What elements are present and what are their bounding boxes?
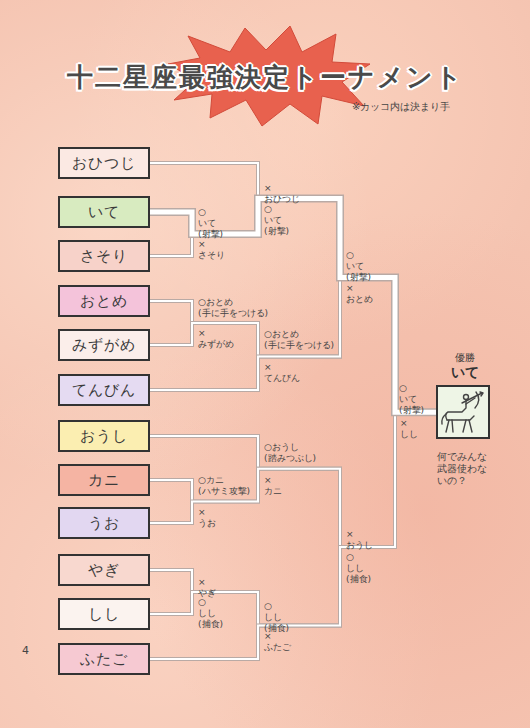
match-result: ○しし (捕食) [264,601,289,633]
match-result: ×おとめ [346,283,373,305]
winner-name: いて [424,364,506,382]
sign-box: おひつじ [58,147,150,179]
winning-path [150,199,436,413]
sign-name: みずがめ [72,336,136,355]
line-core [150,412,436,659]
sign-name: ふたご [80,650,128,669]
sign-name: カニ [88,471,120,490]
sign-box: しし [58,598,150,630]
match-result: ×カニ [264,475,282,497]
bracket-line [150,163,436,412]
match-result: ×みずがめ [198,328,234,350]
sign-box: おうし [58,420,150,452]
sign-name: おひつじ [72,154,136,173]
match-result: ×さそり [198,239,225,261]
sign-box: ふたご [58,643,150,675]
sign-name: おとめ [80,292,128,311]
match-result: ×うお [198,507,216,529]
title-underline [75,98,455,99]
sign-box: みずがめ [58,329,150,361]
match-result: ×ふたご [264,631,291,653]
winner-box-fill [436,385,490,439]
match-result: ○いて (射撃) [399,383,424,415]
match-result: ○しし (捕食) [346,552,371,584]
winner-comment: 何でみんな武器使わないの？ [437,451,489,487]
match-result: ○いて (射撃) [264,204,289,236]
match-result: ○おとめ (手に手をつける) [198,297,268,319]
match-result: ○おうし (踏みつぶし) [264,442,316,464]
line-core [150,163,436,412]
match-result: ×てんびん [264,362,300,384]
sign-name: しし [88,605,120,624]
sign-name: さそり [80,247,128,266]
sign-box: うお [58,507,150,539]
winner-box: 優勝いて [436,385,490,439]
title-text: 十二星座最強決定トーナメント [0,60,530,95]
line-core [150,199,436,413]
line-outline [150,412,436,659]
match-result: ○いて (射撃) [346,250,371,282]
sign-box: やぎ [58,554,150,586]
match-result: ○おとめ (手に手をつける) [264,329,334,351]
sign-box: カニ [58,464,150,496]
line-core [150,199,436,413]
match-result: ×おうし [346,529,373,551]
sign-box: さそり [58,240,150,272]
sign-box: てんびん [58,374,150,406]
match-result: ○カニ (ハサミ攻撃) [198,475,250,497]
match-result: ○いて (射撃) [198,207,223,239]
page-number: 4 [22,644,29,657]
winner-heading: 優勝 [424,351,506,365]
note-text: ※カッコ内は決まり手 [352,101,450,113]
line-outline [150,199,436,413]
match-result: ×やぎ [198,577,216,599]
sign-name: てんびん [72,381,136,400]
bracket-line [150,199,436,413]
match-result: ○しし (捕食) [198,597,223,629]
match-result: ×しし [400,418,418,440]
line-outline [150,163,436,412]
centaur-illustration [442,392,483,432]
match-result: ×おひつじ [264,183,300,205]
sign-name: いて [88,203,120,222]
sign-name: おうし [80,427,128,446]
sign-name: やぎ [88,561,120,580]
bracket-line [150,412,436,659]
sign-box: いて [58,196,150,228]
sign-box: おとめ [58,285,150,317]
line-outline [150,199,436,413]
sign-name: うお [88,514,120,533]
